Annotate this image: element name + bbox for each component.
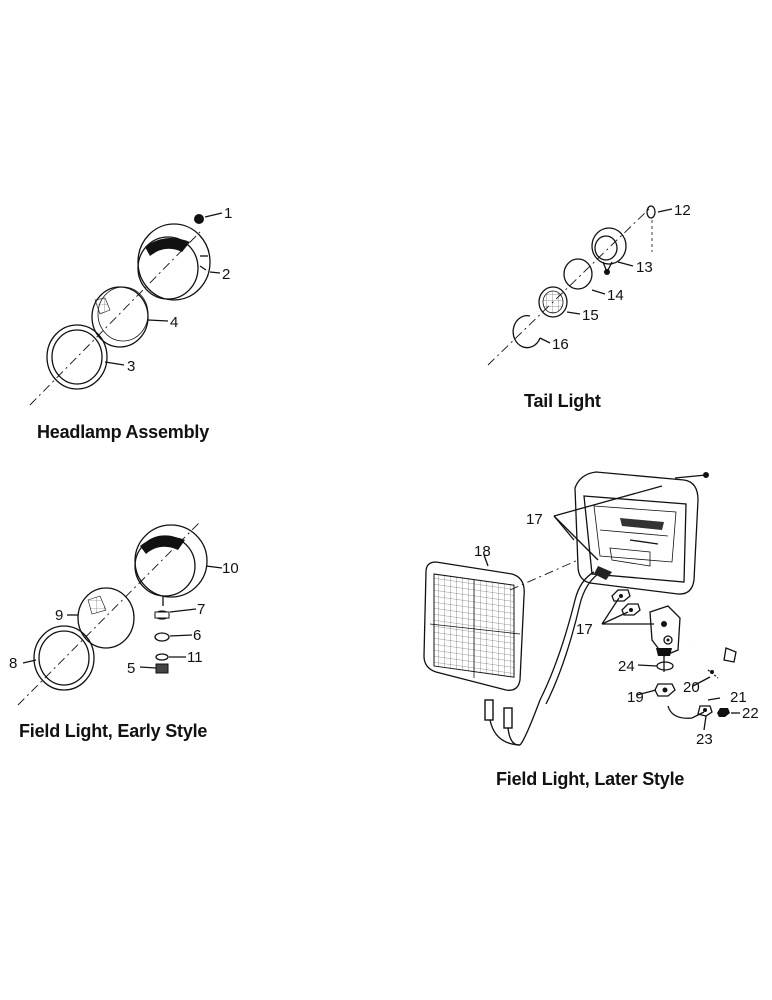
callout-14: 14 [607,287,624,304]
field-later-mount-bracket [649,605,681,657]
tail-snap-ring-part-16 [512,315,541,349]
callout-24: 24 [618,658,635,675]
callout-22: 22 [742,705,759,722]
field-early-washer-part-6 [154,632,170,642]
field-light-early-assembly: 10 7 6 11 5 9 8 [9,521,239,706]
callout-13: 13 [636,259,653,276]
callout-15: 15 [582,307,599,324]
callout-19: 19 [627,689,644,706]
callout-12: 12 [674,202,691,219]
tail-gasket-part-14 [563,258,593,290]
field-early-lockwasher-part-11 [155,653,169,661]
callout-21: 21 [730,689,747,706]
callout-11: 11 [187,649,203,666]
callout-16: 16 [552,336,569,353]
field-early-washer-part-7 [154,610,170,620]
field-later-clamp-part-23 [667,705,713,719]
field-early-nut-part-5 [155,663,169,674]
tail-light-assembly: 12 13 14 15 16 [487,202,691,366]
callout-4: 4 [170,314,178,331]
callout-2: 2 [222,266,230,283]
callout-18: 18 [474,543,491,560]
callout-8: 8 [9,655,17,672]
field-early-axis [17,521,201,706]
caption-field-light-early: Field Light, Early Style [19,721,208,741]
field-light-later-assembly: 17 17 18 24 19 20 21 22 23 [423,471,759,748]
caption-headlamp-assembly: Headlamp Assembly [37,422,210,442]
callout-23: 23 [696,731,713,748]
headlamp-assembly: 1 2 4 3 [29,205,232,406]
tail-lens-part-15 [538,286,568,318]
callout-17-upper: 17 [526,511,543,528]
field-early-housing-part-10 [134,524,208,606]
field-later-nut-17a [611,589,631,602]
callout-9: 9 [55,607,63,624]
callout-20: 20 [683,679,700,696]
caption-field-light-later: Field Light, Later Style [496,769,685,789]
field-later-wire-harness [484,566,612,746]
headlamp-ring-part-3 [46,324,108,390]
field-early-ring-part-8 [33,625,95,691]
callout-17-lower: 17 [576,621,593,638]
field-later-top-screw [674,472,709,479]
field-later-nut-part-19 [654,683,676,697]
headlamp-axis [29,231,201,406]
callout-1: 1 [224,205,232,222]
field-later-housing [574,471,699,595]
field-later-washer-part-24 [656,661,674,671]
tail-light-axis [487,207,651,366]
callout-5: 5 [127,660,135,677]
field-early-lens-part-9 [77,587,135,649]
headlamp-lens-part-4 [91,286,149,348]
field-later-axis [509,559,579,591]
tail-bulb-part-12 [646,205,656,252]
callout-10: 10 [222,560,239,577]
callout-3: 3 [127,358,135,375]
headlamp-bulb-part-1 [194,214,204,224]
field-later-nut-17b [621,603,641,616]
caption-tail-light: Tail Light [524,391,601,411]
field-later-screw-part-20 [707,669,719,679]
callout-6: 6 [193,627,201,644]
tail-housing-part-13 [591,227,627,275]
field-later-bolt [692,641,737,663]
headlamp-housing-part-2 [137,223,211,301]
field-later-lamp-part-18 [423,561,525,691]
callout-7: 7 [197,601,205,618]
field-later-nut-part-22 [717,708,730,717]
